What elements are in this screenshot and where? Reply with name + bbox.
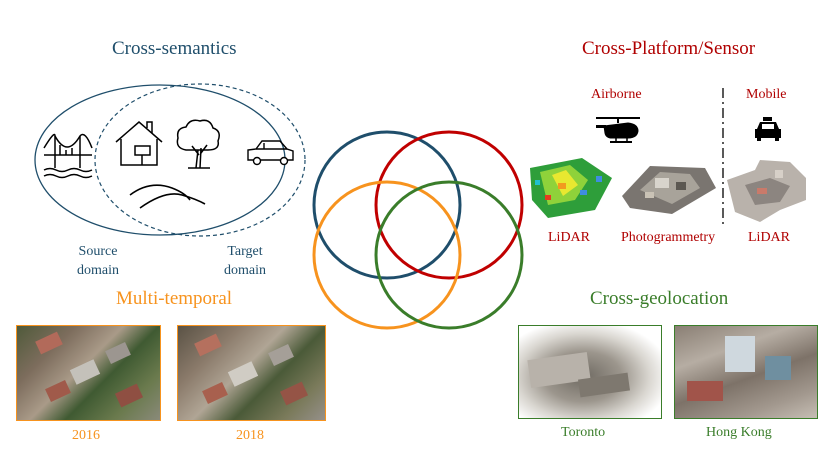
multi-temporal-title: Multi-temporal — [116, 288, 233, 309]
cross-geolocation-title: Cross-geolocation — [590, 288, 729, 309]
venn-circle-geolocation — [374, 180, 524, 330]
year-2016-label: 2016 — [72, 428, 100, 443]
helicopter-icon — [596, 117, 640, 143]
cross-semantics-title: Cross-semantics — [112, 38, 237, 59]
venn-circle-semantics — [312, 130, 462, 280]
airborne-lidar-pointcloud — [530, 158, 612, 218]
aerial-photo-2016 — [16, 325, 161, 421]
target-domain-label: Target domain — [224, 244, 266, 278]
venn-circle-temporal — [312, 180, 462, 330]
hills-icon — [129, 184, 206, 209]
tree-icon — [176, 119, 220, 169]
cross-platform-title: Cross-Platform/Sensor — [582, 38, 756, 59]
photogrammetry-label: Photogrammetry — [621, 230, 716, 245]
lidar-mobile-label: LiDAR — [748, 230, 790, 245]
photogrammetry-mesh — [622, 166, 716, 214]
house-icon — [115, 121, 163, 166]
taxi-icon — [755, 117, 781, 141]
toronto-pointcloud — [518, 325, 662, 419]
mobile-lidar-pointcloud — [727, 160, 807, 222]
lidar-airborne-label: LiDAR — [548, 230, 590, 245]
venn-circle-platform — [374, 130, 524, 280]
aerial-photo-2018 — [177, 325, 326, 421]
bridge-icon — [43, 133, 93, 179]
source-domain-label: Source domain — [77, 244, 119, 278]
year-2018-label: 2018 — [236, 428, 264, 443]
target-domain-ellipse — [94, 83, 306, 237]
hongkong-pointcloud — [674, 325, 818, 419]
mobile-label: Mobile — [746, 87, 787, 102]
airborne-label: Airborne — [591, 87, 642, 102]
hongkong-label: Hong Kong — [706, 425, 772, 440]
car-icon — [247, 140, 294, 166]
toronto-label: Toronto — [561, 425, 606, 440]
venn-diagram — [312, 130, 524, 330]
